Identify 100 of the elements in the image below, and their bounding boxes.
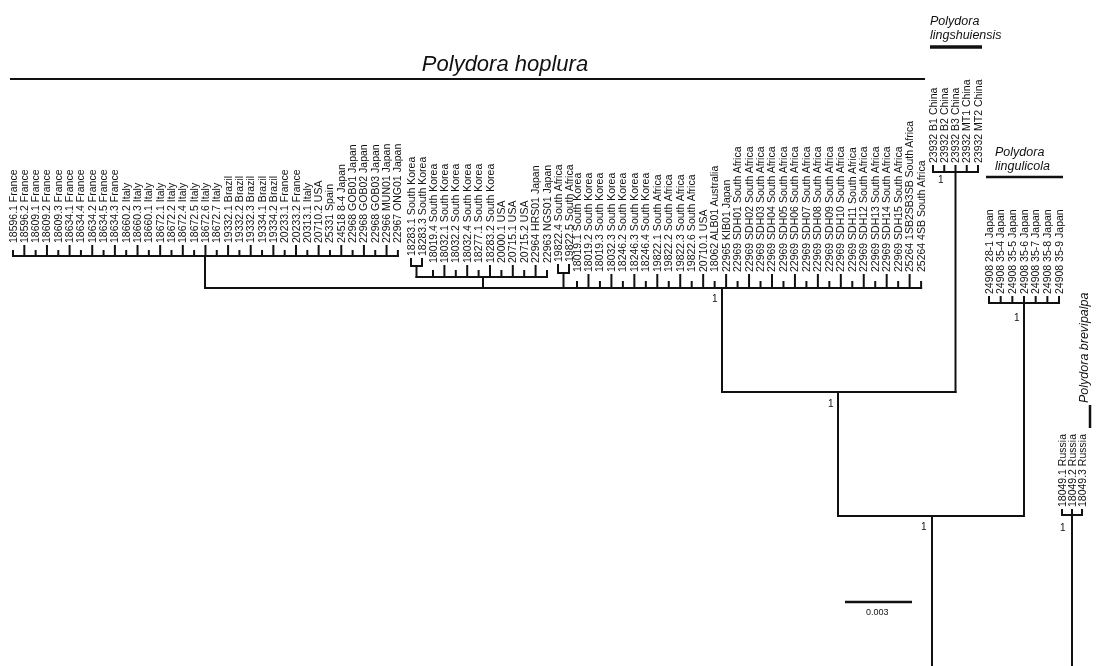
specimen-label: 22969 SDH03 South Africa [755,146,766,272]
specimen-label: 22969 SDH07 South Africa [800,146,812,272]
support-value: 1 [921,521,927,532]
clade-name: Polydora hoplura [420,52,590,76]
specimen-label: 18283.1 South Korea [405,156,417,256]
specimen-label: 19822.1 South Africa [651,174,663,272]
clade-name: Polydora lingshuiensis [930,14,1003,42]
specimen-label: 18660.3 Italy [132,182,143,243]
specimen-label: 24908 35-9 Japan [1053,209,1065,294]
specimen-label: 22969 SDH06 South Africa [789,146,801,272]
specimen-label: 18672.6 Italy [199,182,211,243]
specimen-label: 19822.4 South Africa [552,164,564,262]
specimen-label: 22969 SDH05 South Africa [777,146,789,272]
specimen-label: 20710.1 USA [697,209,709,272]
specimen-label: 24908 35-8 Japan [1041,209,1053,294]
specimen-label: 24908 35-7 Japan [1030,209,1042,294]
specimen-label: 22969 SDH12 South Africa [858,146,870,272]
specimen-label: 19332.3 Brazil [245,175,257,243]
clade-name: Polydora lingulicola [995,145,1051,173]
specimen-label: 18609.2 France [41,169,53,243]
specimen-label: 22966 MUN01 Japan [381,143,393,243]
specimen-label: 25264 1SB2SB3SB South Africa [904,120,916,272]
specimen-label: 19822.6 South Africa [686,174,698,272]
specimen-label: 25264 4SB South Africa [915,160,927,272]
specimen-label: 18049.1 Russia [1056,434,1068,507]
support-value: 1 [712,293,718,304]
specimen-label: 22969 SDH10 South Africa [835,146,847,272]
specimen-label: 23932 MT2 China [972,79,984,163]
specimen-label: 18246.3 South Korea [628,172,640,272]
specimen-label: 23932 MT1 China [961,79,973,163]
specimen-label: 18246.2 South Korea [617,172,629,272]
specimen-label: 22969 SDH04 South Africa [766,146,778,272]
support-value: 1 [1060,522,1066,533]
specimen-label: 22969 SDH02 South Africa [743,146,755,272]
specimen-label: 18634.1 France [64,169,76,243]
specimen-label: 23932 B2 China [938,87,950,163]
specimen-label: 20313.1 Italy [301,182,313,243]
specimen-label: 22969 SDH11 South Africa [846,147,858,272]
specimen-label: 18246.4 South Korea [640,172,652,272]
specimen-label: 18672.4 Italy [177,182,189,243]
specimen-label: 22969 SDH13 South Africa [869,146,881,272]
support-value: 1 [828,398,834,409]
specimen-label: 19334.2 Brazil [267,175,279,243]
specimen-label: 22963 NGS01 Japan [541,164,553,263]
specimen-label: 18019.3 South Korea [594,172,606,272]
specimen-label: 18049.2 Russia [1066,434,1078,507]
specimen-label: 24908 35-4 Japan [995,209,1007,294]
specimen-label: 22968 GOB02 Japan [358,144,370,243]
specimen-label: 18283.3 South Korea [416,156,428,256]
specimen-label: 23932 B1 China [927,87,939,163]
specimen-label: 22968 GOB03 Japan [369,144,381,243]
specimen-label: 18596.1 France [7,169,19,243]
specimen-label: 18609.1 France [30,169,42,243]
specimen-label: 18019.4 South Korea [427,163,439,263]
specimen-label: 18634.4 France [75,169,87,243]
specimen-label: 18672.2 Italy [165,182,177,243]
specimen-label: 24908 35-6 Japan [1018,209,1030,294]
specimen-label: 18660.2 Italy [120,182,132,243]
specimen-label: 22964 HRS01 Japan [530,165,542,263]
specimen-label: 19822.2 South Africa [663,174,675,272]
specimen-label: 22969 SDH15 South Africa [892,146,904,272]
specimen-label: 18049.3 Russia [1076,434,1088,507]
specimen-label: 18634.3 France [109,169,121,243]
specimen-label: 20000.1 USA [495,200,507,263]
specimen-label: 19332.2 Brazil [233,175,245,243]
specimen-label: 24908 28-1 Japan [983,209,995,294]
specimen-label: 18283.2 South Korea [484,163,496,263]
support-value: 1 [1014,312,1020,323]
specimen-label: 22969 SDH01 South Africa [732,146,744,272]
specimen-label: 20715.2 USA [518,200,530,263]
specimen-label: 22969 SDH14 South Africa [881,146,893,272]
specimen-label: 18672.7 Italy [211,182,223,243]
specimen-label: 22969 SDH08 South Africa [812,146,824,272]
specimen-label: 18634.5 France [98,169,110,243]
specimen-label: 24518 8-4 Japan [335,164,347,243]
specimen-label: 18032.2 South Korea [450,163,462,263]
specimen-label: 18062 ALB01 Australia [709,165,721,272]
specimen-label: 22965 KIB01 Japan [720,179,732,272]
specimen-label: 18032.3 South Korea [605,172,617,272]
specimen-label: 18609.3 France [52,169,64,243]
specimen-label: 18019.2 South Korea [582,172,594,272]
specimen-label: 19334.1 Brazil [256,175,268,243]
support-value: 1 [938,174,944,185]
specimen-label: 22969 SDH09 South Africa [823,146,835,272]
specimen-label: 18277.1 South Korea [473,163,485,263]
specimen-label: 18672.5 Italy [188,182,200,243]
specimen-label: 18660.1 Italy [143,182,155,243]
specimen-label: 24908 35-5 Japan [1006,209,1018,294]
specimen-label: 22967 ONG01 Japan [392,143,404,243]
specimen-label: 19822.3 South Africa [674,174,686,272]
specimen-label: 18032.4 South Korea [461,163,473,263]
specimen-label: 18032.1 South Korea [438,163,450,263]
specimen-label: 18634.2 France [86,169,98,243]
specimen-label: 18672.1 Italy [154,182,166,243]
specimen-label: 20710.2 USA [313,180,325,243]
specimen-label: 19332.1 Brazil [222,175,234,243]
specimen-label: 20233.1 France [279,169,291,243]
specimen-label: 22968 GOB01 Japan [347,144,359,243]
specimen-label: 25331 Spain [324,184,336,243]
specimen-label: 18596.2 France [18,169,30,243]
